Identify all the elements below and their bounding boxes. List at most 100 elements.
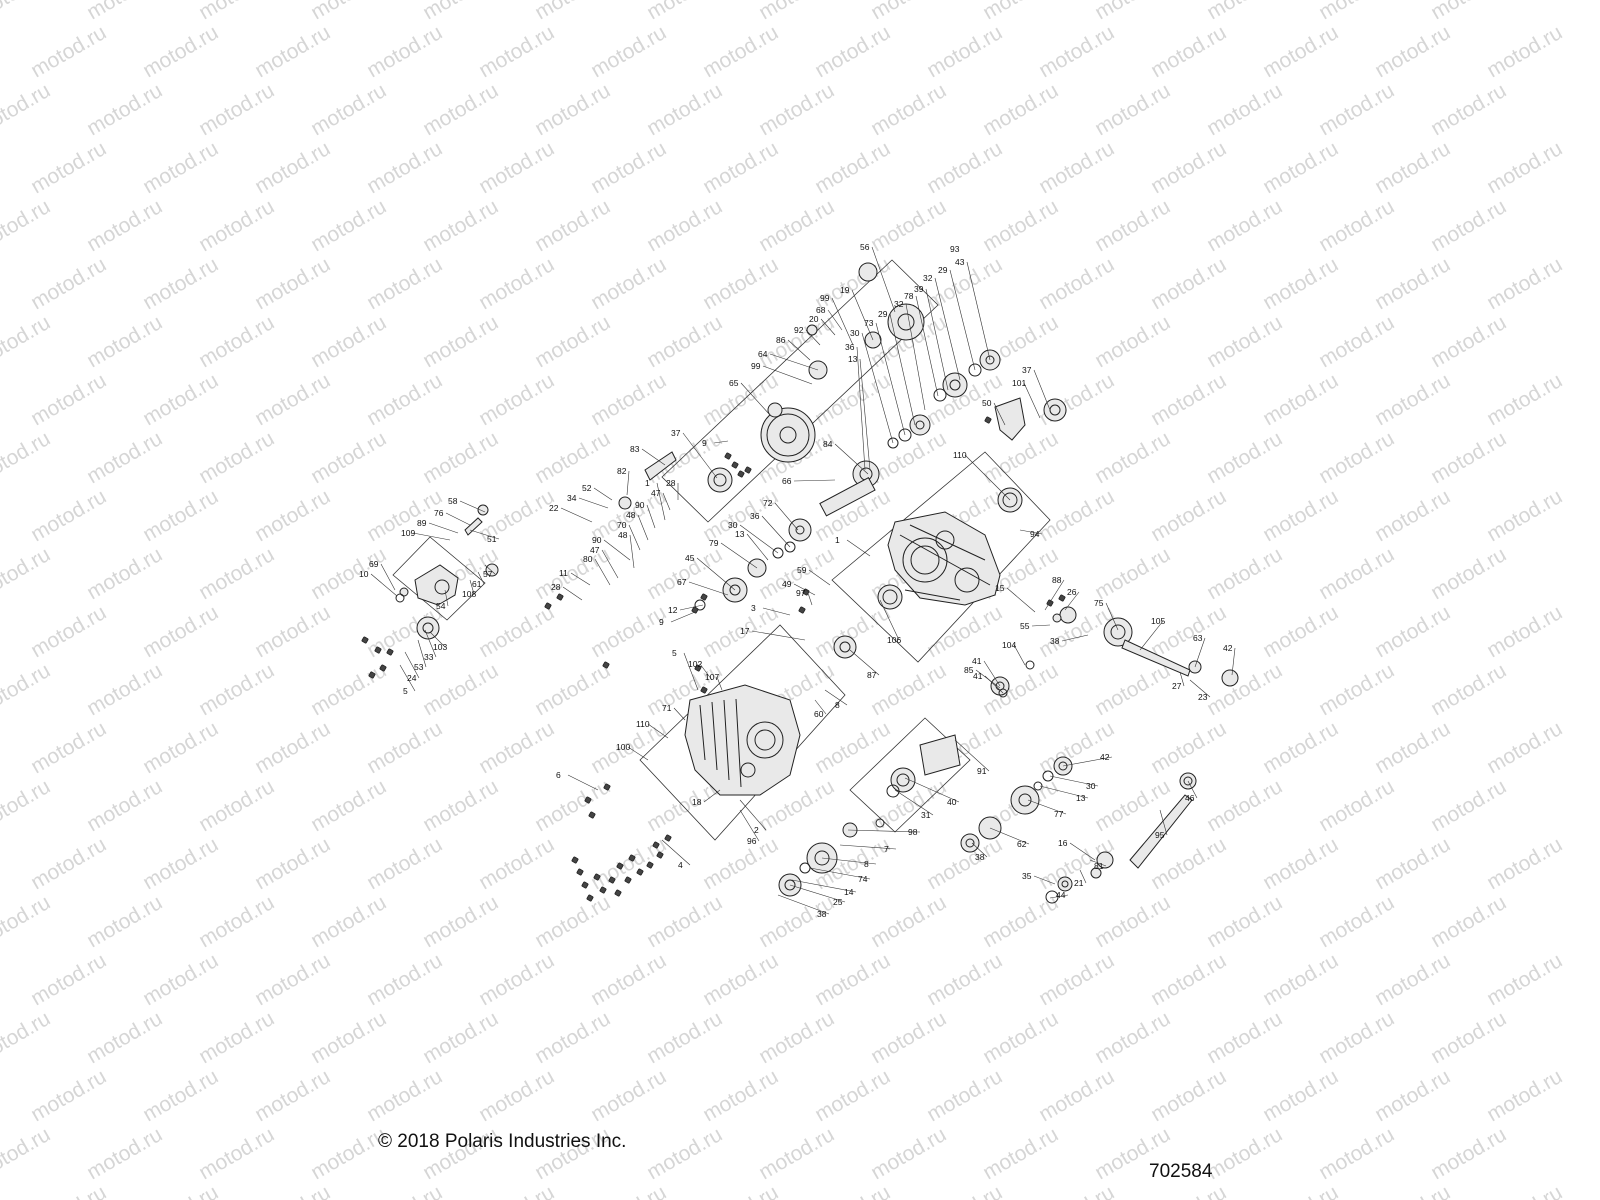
watermark-text: motod.ru — [1147, 601, 1230, 662]
watermark-text: motod.ru — [1147, 717, 1230, 778]
part-callout-110: 110 — [953, 450, 967, 460]
watermark-text: motod.ru — [1483, 1181, 1566, 1200]
watermark-text: motod.ru — [1203, 1007, 1286, 1068]
watermark-text: motod.ru — [195, 543, 278, 604]
watermark-text: motod.ru — [251, 137, 334, 198]
leader-line — [720, 542, 758, 569]
watermark-text: motod.ru — [139, 717, 222, 778]
watermark-text: motod.ru — [307, 427, 390, 488]
part-callout-81: 81 — [1094, 861, 1104, 871]
watermark-text: motod.ru — [307, 891, 390, 952]
shift-assembly-parts — [395, 504, 499, 640]
watermark-text: motod.ru — [1427, 0, 1510, 24]
watermark-text: motod.ru — [1147, 485, 1230, 546]
watermark-text: motod.ru — [475, 601, 558, 662]
part-callout-37: 37 — [671, 428, 681, 438]
leader-line — [827, 309, 843, 331]
watermark-text: motod.ru — [195, 1123, 278, 1184]
leader-line — [849, 649, 880, 676]
leader-line — [1006, 587, 1036, 613]
leader-line — [444, 589, 449, 607]
part-callout-61: 61 — [472, 579, 482, 589]
watermark-text: motod.ru — [27, 833, 110, 894]
watermark-text: motod.ru — [811, 949, 894, 1010]
leader-line — [626, 470, 630, 496]
part-callout-45: 45 — [685, 553, 695, 563]
watermark-text: motod.ru — [139, 949, 222, 1010]
watermark-text: motod.ru — [1203, 195, 1286, 256]
part-callout-24: 24 — [407, 673, 417, 683]
leader-line — [740, 382, 771, 416]
leader-line — [1019, 529, 1043, 535]
leader-line — [989, 827, 1030, 845]
watermark-text: motod.ru — [699, 21, 782, 82]
leader-line — [1061, 634, 1089, 642]
watermark-text: motod.ru — [419, 427, 502, 488]
watermark-text: motod.ru — [1203, 891, 1286, 952]
watermark-text: motod.ru — [531, 427, 614, 488]
watermark-text: motod.ru — [307, 775, 390, 836]
watermark-text: motod.ru — [1091, 1007, 1174, 1068]
bolt-icon — [374, 646, 382, 654]
watermark-text: motod.ru — [587, 137, 670, 198]
part-callout-71: 71 — [662, 703, 672, 713]
watermark-text: motod.ru — [83, 1123, 166, 1184]
watermark-text: motod.ru — [867, 0, 950, 24]
watermark-text: motod.ru — [979, 1007, 1062, 1068]
watermark-text: motod.ru — [27, 717, 110, 778]
bolt-icon — [984, 416, 992, 424]
watermark-text: motod.ru — [643, 79, 726, 140]
leader-line — [851, 289, 874, 341]
leader-line — [662, 492, 671, 511]
leader-line — [791, 879, 857, 893]
leader-line — [809, 867, 871, 880]
watermark-text: motod.ru — [1147, 253, 1230, 314]
watermark-text: motod.ru — [139, 601, 222, 662]
part-callout-8: 8 — [835, 700, 840, 710]
part-callout-77: 77 — [1054, 809, 1064, 819]
part-callout-109: 109 — [401, 528, 415, 538]
leader-line — [628, 524, 641, 551]
part-callout-102: 102 — [688, 659, 702, 669]
watermark-text: motod.ru — [419, 79, 502, 140]
part-callout-91: 91 — [977, 766, 987, 776]
part-callout-103: 103 — [433, 642, 447, 652]
watermark-text: motod.ru — [867, 195, 950, 256]
watermark-text: motod.ru — [1091, 427, 1174, 488]
watermark-text: motod.ru — [307, 543, 390, 604]
leader-line — [484, 564, 496, 575]
watermark-text: motod.ru — [699, 137, 782, 198]
watermark-text: motod.ru — [531, 775, 614, 836]
drawing-number: 702584 — [1149, 1161, 1213, 1182]
leader-line — [429, 631, 446, 648]
bolt-icon — [700, 593, 708, 601]
fasteners — [361, 416, 1066, 902]
watermark-text: motod.ru — [923, 1181, 1006, 1200]
part-callout-104: 104 — [1002, 640, 1016, 650]
part-callout-63: 63 — [1193, 633, 1203, 643]
leader-line — [915, 295, 939, 397]
bolt-icon — [737, 470, 745, 478]
watermark-text: motod.ru — [643, 195, 726, 256]
leader-line — [966, 261, 991, 361]
leader-line — [739, 524, 779, 554]
watermark-text: motod.ru — [643, 891, 726, 952]
leader-line — [404, 651, 420, 679]
bolt-icon — [368, 671, 376, 679]
part-callout-56: 56 — [860, 242, 870, 252]
leader-line — [1023, 382, 1041, 419]
leader-line — [424, 629, 437, 658]
leader-line — [793, 479, 836, 482]
watermark-text: motod.ru — [1203, 543, 1286, 604]
part-callout-51: 51 — [487, 534, 497, 544]
leader-line — [751, 630, 806, 641]
bolt-icon — [694, 664, 702, 672]
output-shaft-parts — [833, 487, 1239, 698]
watermark-text: motod.ru — [1371, 601, 1454, 662]
bolt-icon — [652, 841, 660, 849]
leader-line — [682, 432, 718, 479]
watermark-text: motod.ru — [0, 659, 54, 720]
leader-line — [894, 789, 934, 816]
part-callout-85: 85 — [964, 665, 974, 675]
